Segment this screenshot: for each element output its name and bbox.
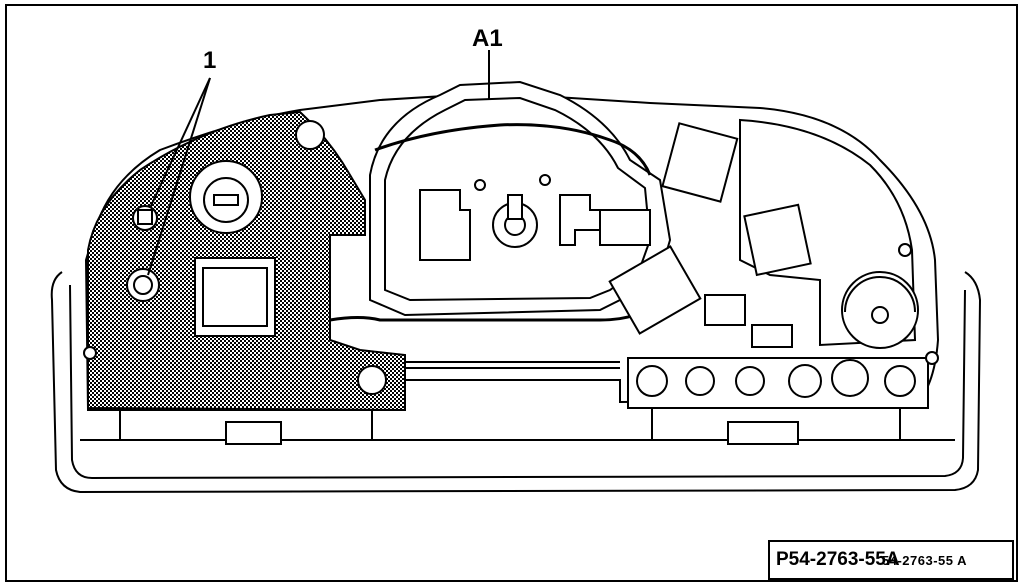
bulb-socket-left-upper <box>132 205 158 231</box>
square-connector <box>194 257 276 337</box>
callout-a1-label: A1 <box>472 25 503 52</box>
reference-code-overlay: 54-2763-55 A <box>882 553 968 568</box>
housing-tab-right <box>727 421 799 445</box>
center-bottom-bar <box>405 361 620 369</box>
callout-1-label: 1 <box>203 47 216 74</box>
right-board-section <box>608 118 919 349</box>
mounting-screws <box>83 120 939 395</box>
rotary-dial <box>189 160 263 234</box>
connector-right <box>743 203 812 277</box>
bulb-sockets-bottom-row <box>627 357 929 409</box>
housing-tab-left <box>225 421 282 445</box>
bulb-socket-left-lower <box>126 268 160 302</box>
outer-frame <box>5 4 1018 582</box>
reference-code: P54-2763-55A <box>776 549 900 570</box>
reference-code-box: P54-2763-55A 54-2763-55 A <box>768 540 1014 580</box>
connector-center <box>608 245 702 335</box>
callout-1-leaders <box>147 77 211 276</box>
cluster-housing <box>50 271 982 494</box>
relay-block <box>661 122 739 203</box>
